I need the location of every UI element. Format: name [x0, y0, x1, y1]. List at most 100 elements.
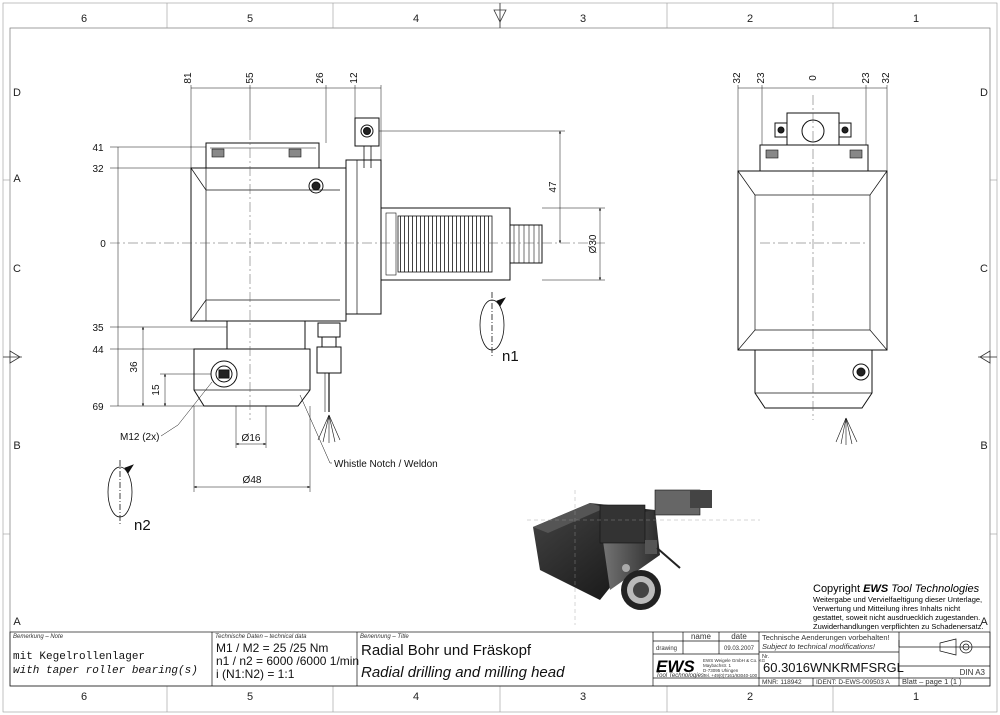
grid-row-left-d: D: [13, 87, 21, 99]
side-dim-23-left: 23: [756, 72, 767, 84]
side-dim-23-right: 23: [861, 72, 872, 84]
ews-logo-sub: Tool Technologies: [656, 673, 704, 679]
col-name: name: [691, 632, 712, 641]
copyright-line4: gestattet, soweit nicht ausdruecklich zu…: [813, 613, 980, 622]
side-dim-32-left: 32: [732, 72, 743, 84]
front-nut-collar: [226, 320, 306, 350]
dim-44: 44: [92, 345, 104, 356]
paper-format: DIN A3: [960, 668, 986, 677]
grid-col-bottom-4: 4: [413, 691, 419, 703]
grid-row-left-c: C: [13, 263, 21, 275]
row-drawing: drawing: [656, 646, 677, 652]
dim-35: 35: [92, 323, 104, 334]
changes-de: Technische Aenderungen vorbehalten!: [762, 633, 890, 642]
front-clamp-block: [354, 117, 380, 147]
front-view: [110, 117, 605, 443]
tech-header: Technische Daten – technical data: [215, 634, 307, 640]
rotation-symbol-n1: [479, 292, 506, 358]
coolant-spray-icon: [317, 414, 341, 443]
dim-55: 55: [245, 72, 256, 84]
company-line4: Tel. +49(0)7161/93040-100: [703, 673, 758, 678]
grid-col-top-2: 2: [747, 13, 753, 25]
rotation-label-n1: n1: [502, 348, 519, 365]
page-number: Blatt – page 1 (1 ): [902, 677, 962, 686]
title-block: Bemerkung – Note mit Kegelrollenlager wi…: [9, 631, 991, 687]
front-dimension-labels: 81 55 26 12 41 32 0 35 44 69 36 15 47 Ø3…: [92, 72, 599, 486]
copyright-notice: Copyright EWS Tool Technologies Weiterga…: [813, 583, 984, 631]
dim-dia48: Ø48: [243, 475, 262, 486]
dim-15: 15: [151, 384, 162, 396]
dim-26: 26: [315, 72, 326, 84]
title-en: Radial drilling and milling head: [361, 664, 565, 681]
remark-header: Bemerkung – Note: [13, 634, 64, 640]
whistle-notch-label: Whistle Notch / Weldon: [334, 459, 438, 470]
side-dimensions: [737, 85, 888, 171]
dim-36: 36: [129, 361, 140, 373]
grid-col-top-5: 5: [247, 13, 253, 25]
company-line3: D-73095 Uhingen: [703, 668, 739, 673]
grid-col-bottom-3: 3: [580, 691, 586, 703]
grid-row-left-mid-a: A: [13, 173, 21, 185]
tech-torque: M1 / M2 = 25 /25 Nm: [216, 641, 328, 655]
grid-col-top-4: 4: [413, 13, 419, 25]
grid-row-right-d: D: [980, 87, 988, 99]
grid-col-top-6: 6: [81, 13, 87, 25]
grid-col-top-3: 3: [580, 13, 586, 25]
ident-number: IDENT: D-EWS-009503 A: [816, 679, 890, 686]
front-spline-shaft: [509, 224, 543, 264]
side-dimension-labels: 32 23 0 23 32: [732, 72, 892, 84]
grid-row-right-a: A: [980, 616, 988, 628]
title-header: Benennung – Title: [360, 634, 409, 640]
dim-32: 32: [92, 164, 104, 175]
grid-col-bottom-5: 5: [247, 691, 253, 703]
nr-label: Nr.: [762, 654, 770, 660]
dim-dia30: Ø30: [588, 234, 599, 253]
body-bolt-icon: [308, 178, 324, 194]
copyright-line1: Copyright EWS Tool Technologies: [813, 583, 980, 595]
remark-en: with taper roller bearing(s): [13, 665, 198, 677]
dim-12: 12: [349, 72, 360, 84]
mnr-number: MNR: 118942: [762, 679, 802, 686]
dim-0: 0: [100, 239, 106, 250]
dim-69: 69: [92, 402, 104, 413]
rotation-label-n2: n2: [134, 517, 151, 534]
remark-de: mit Kegelrollenlager: [13, 651, 145, 663]
ews-logo: EWS: [656, 657, 695, 676]
side-main-body: [737, 170, 888, 351]
company-line2: Maybachstr. 1: [703, 663, 732, 668]
front-bellows: [397, 215, 493, 273]
grid-col-top-1: 1: [913, 13, 919, 25]
grid-row-left-a: A: [13, 616, 21, 628]
isometric-render: [527, 489, 760, 625]
dim-dia16: Ø16: [242, 433, 261, 444]
rotation-symbol-n2: [107, 460, 134, 525]
changes-en: Subject to technical modifications!: [762, 642, 876, 651]
title-de: Radial Bohr und Fräskopf: [361, 642, 532, 659]
side-dim-0: 0: [808, 75, 819, 81]
grid-labels: 6 5 4 3 2 1 6 5 4 3 2 1 D C B A D C B A …: [13, 13, 988, 703]
front-main-body: [190, 167, 347, 322]
tech-ratio: i (N1:N2) = 1:1: [216, 667, 295, 681]
projection-symbol-icon: [939, 638, 973, 656]
copyright-line3: Verwertung und Mitteilung ihres Inhalts …: [813, 604, 961, 613]
col-date: date: [731, 632, 747, 641]
copyright-line2: Weitergabe und Vervielfaeltigung dieser …: [813, 595, 982, 604]
copyright-line5: Zuwiderhandlungen verpflichten zu Schade…: [813, 622, 984, 631]
thread-label-m12: M12 (2x): [120, 432, 159, 443]
drawing-date: 09.03.2007: [724, 646, 755, 652]
side-coolant-spray-icon: [835, 417, 858, 445]
grid-col-bottom-6: 6: [81, 691, 87, 703]
part-number: 60.3016WNKRMFSRGL: [763, 660, 904, 675]
front-flange-plate: [345, 159, 382, 315]
grid-row-left-b: B: [13, 440, 20, 452]
dim-81: 81: [183, 72, 194, 84]
grid-col-bottom-1: 1: [913, 691, 919, 703]
dim-41: 41: [92, 143, 104, 154]
side-view: [737, 95, 888, 445]
grid-col-bottom-2: 2: [747, 691, 753, 703]
grid-row-right-c: C: [980, 263, 988, 275]
front-dimensions: [110, 85, 605, 492]
dim-47: 47: [548, 181, 559, 193]
grid-row-right-b: B: [980, 440, 987, 452]
